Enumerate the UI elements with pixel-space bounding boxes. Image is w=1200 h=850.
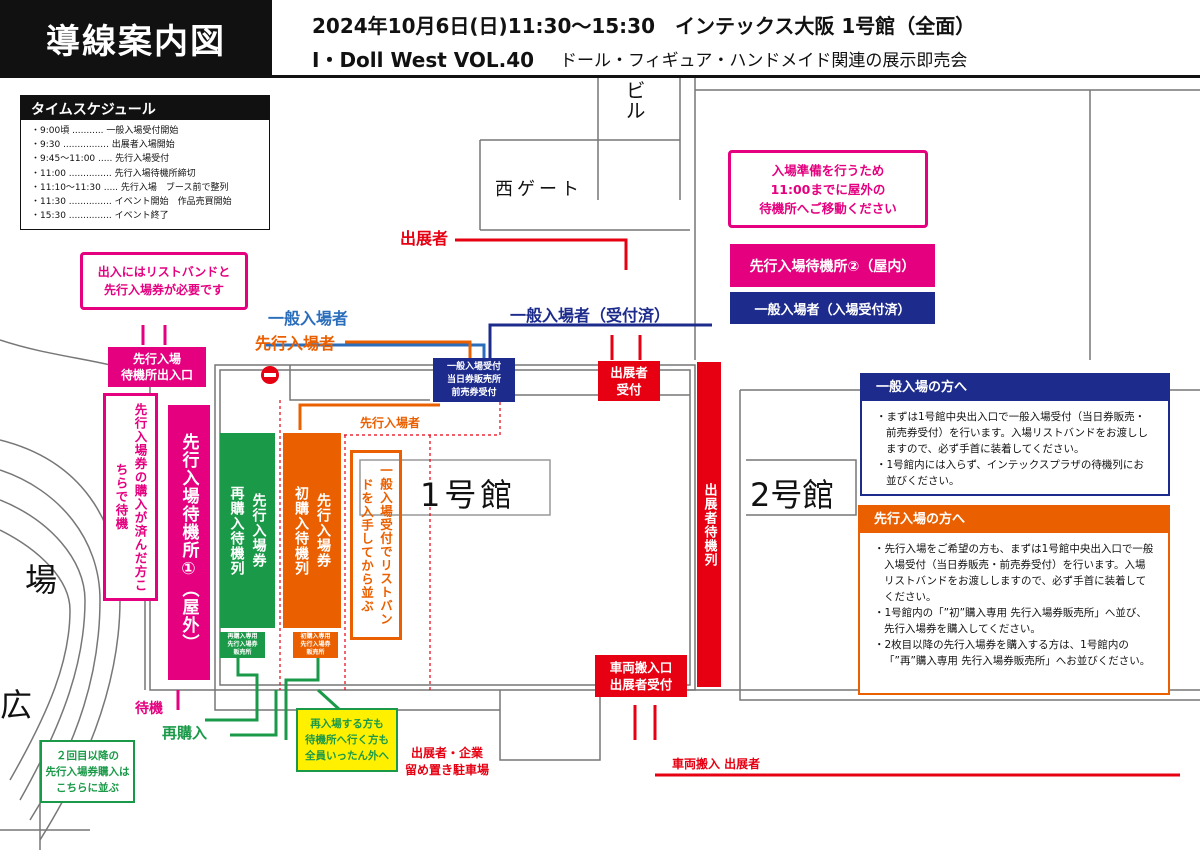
first-buy-line: 初購入待機列先行入場券 <box>283 433 341 628</box>
event-name: I・Doll West VOL.40 <box>312 48 535 72</box>
first-line-head: 先行入場券 <box>315 493 331 568</box>
rebuy-line: 再購入待機列先行入場券 <box>220 433 275 628</box>
vehicle-reception: 車両搬入口 出展者受付 <box>595 655 687 697</box>
parking-label: 出展者・企業 留め置き駐車場 <box>405 746 490 777</box>
info-item: ・まずは1号館中央出入口で一般入場受付（当日券販売・前売券受付）を行います。入場… <box>876 411 1148 455</box>
hall1-label: 1号館 <box>420 476 517 514</box>
rebuy-line-text: 再購入待機列 <box>228 485 245 576</box>
event-description: ドール・フィギュア・ハンドメイド関連の展示即売会 <box>560 51 968 71</box>
building-label: ビル <box>622 80 646 120</box>
wristband-notice: 出入にはリストバンドと 先行入場券が必要です <box>80 252 248 310</box>
buy-done-text: 先行入場券の購入が済んだ方こちらで待機 <box>113 402 148 592</box>
time-schedule: タイムスケジュール ・9:00頃 ........... 一般入場受付開始 ・9… <box>20 95 270 230</box>
advance-inner-label: 先行入場者 <box>360 416 421 430</box>
rebuy-label: 再購入 <box>162 724 208 742</box>
hall2-label: 2号館 <box>750 476 835 514</box>
header-divider <box>0 75 1200 78</box>
exhibitor-line: 出展者待機列 <box>697 362 721 687</box>
schedule-item: ・11:30 ............... イベント開始 作品売買開始 <box>31 197 232 208</box>
second-buy-notice: ２回目以降の 先行入場券購入は こちらに並ぶ <box>40 740 135 803</box>
plaza-label-2: 広 <box>0 686 33 724</box>
advance-entrant-label: 先行入場者 <box>255 334 336 353</box>
waiting-area-1-text: 先行入場待機所①（屋外） <box>178 433 199 652</box>
buy-done-notice: 先行入場券の購入が済んだ方こちらで待機 <box>103 393 158 601</box>
waiting-area-exit: 先行入場 待機所出入口 <box>108 347 206 387</box>
page-title: 導線案内図 <box>0 0 272 76</box>
general-entrant-label: 一般入場者 <box>268 309 349 328</box>
general-done-box: 一般入場者（入場受付済） <box>730 292 935 324</box>
schedule-title: タイムスケジュール <box>21 96 269 120</box>
rebuy-booth: 再購入専用 先行入場券 販売所 <box>220 632 265 658</box>
waiting-area-1: 先行入場待機所①（屋外） <box>168 405 210 680</box>
info-item: ・先行入場をご希望の方も、まずは1号館中央出入口で一般入場受付（当日券販売・前売… <box>874 543 1154 603</box>
schedule-item: ・9:45〜11:00 ..... 先行入場受付 <box>31 154 170 165</box>
vehicle-label: 車両搬入 出展者 <box>672 757 761 771</box>
general-reception: 一般入場受付 当日券販売所 前売券受付 <box>433 358 515 402</box>
west-gate-label: 西ゲート <box>495 179 583 200</box>
move-notice: 入場準備を行うため 11:00までに屋外の 待機所へご移動ください <box>728 150 928 228</box>
first-buy-booth: 初購入専用 先行入場券 販売所 <box>293 632 338 658</box>
schedule-item: ・9:00頃 ........... 一般入場受付開始 <box>31 126 179 136</box>
reenter-notice: 再入場する方も 待機所へ行く方も 全員いったん外へ <box>296 708 398 772</box>
info-item: ・1号館内には入らず、インテックスプラザの待機列にお並びください。 <box>876 459 1144 487</box>
info-item: ・1号館内の「”初”購入専用 先行入場券販売所」へ並び、先行入場券を購入してくだ… <box>874 607 1147 635</box>
info-advance: 先行入場の方へ ・先行入場をご希望の方も、まずは1号館中央出入口で一般入場受付（… <box>858 505 1170 695</box>
info-advance-title: 先行入場の方へ <box>860 507 1168 533</box>
schedule-item: ・15:30 ............... イベント終了 <box>31 211 169 222</box>
info-general-title: 一般入場の方へ <box>862 375 1168 401</box>
wristband-get-text: 一般入場受付でリストバンドを入手してから並ぶ <box>359 464 393 626</box>
first-line-text: 初購入待機列 <box>293 485 309 576</box>
event-date-venue: 2024年10月6日(日)11:30〜15:30 インテックス大阪 1号館（全面… <box>312 14 976 38</box>
exhibitor-line-text: 出展者待機列 <box>701 482 717 567</box>
schedule-item: ・9:30 ................ 出展者入場開始 <box>31 140 175 151</box>
info-general: 一般入場の方へ ・まずは1号館中央出入口で一般入場受付（当日券販売・前売券受付）… <box>860 373 1170 496</box>
rebuy-line-head: 先行入場券 <box>250 493 267 568</box>
info-item: ・2枚目以降の先行入場券を購入する方は、1号館内の「”再”購入専用 先行入場券販… <box>874 639 1151 667</box>
wait-label: 待機 <box>135 701 163 717</box>
schedule-item: ・11:00 ............... 先行入場待機所締切 <box>31 168 196 179</box>
schedule-item: ・11:10〜11:30 ..... 先行入場 ブース前で整列 <box>31 182 229 193</box>
wristband-get-notice: 一般入場受付でリストバンドを入手してから並ぶ <box>350 450 402 640</box>
exhibitor-reception: 出展者 受付 <box>598 361 660 401</box>
waiting-area-2: 先行入場待機所②（屋内） <box>730 244 935 287</box>
exhibitor-label: 出展者 <box>400 229 449 248</box>
plaza-label: 場 <box>25 561 58 599</box>
general-done-label: 一般入場者（受付済） <box>510 306 671 325</box>
